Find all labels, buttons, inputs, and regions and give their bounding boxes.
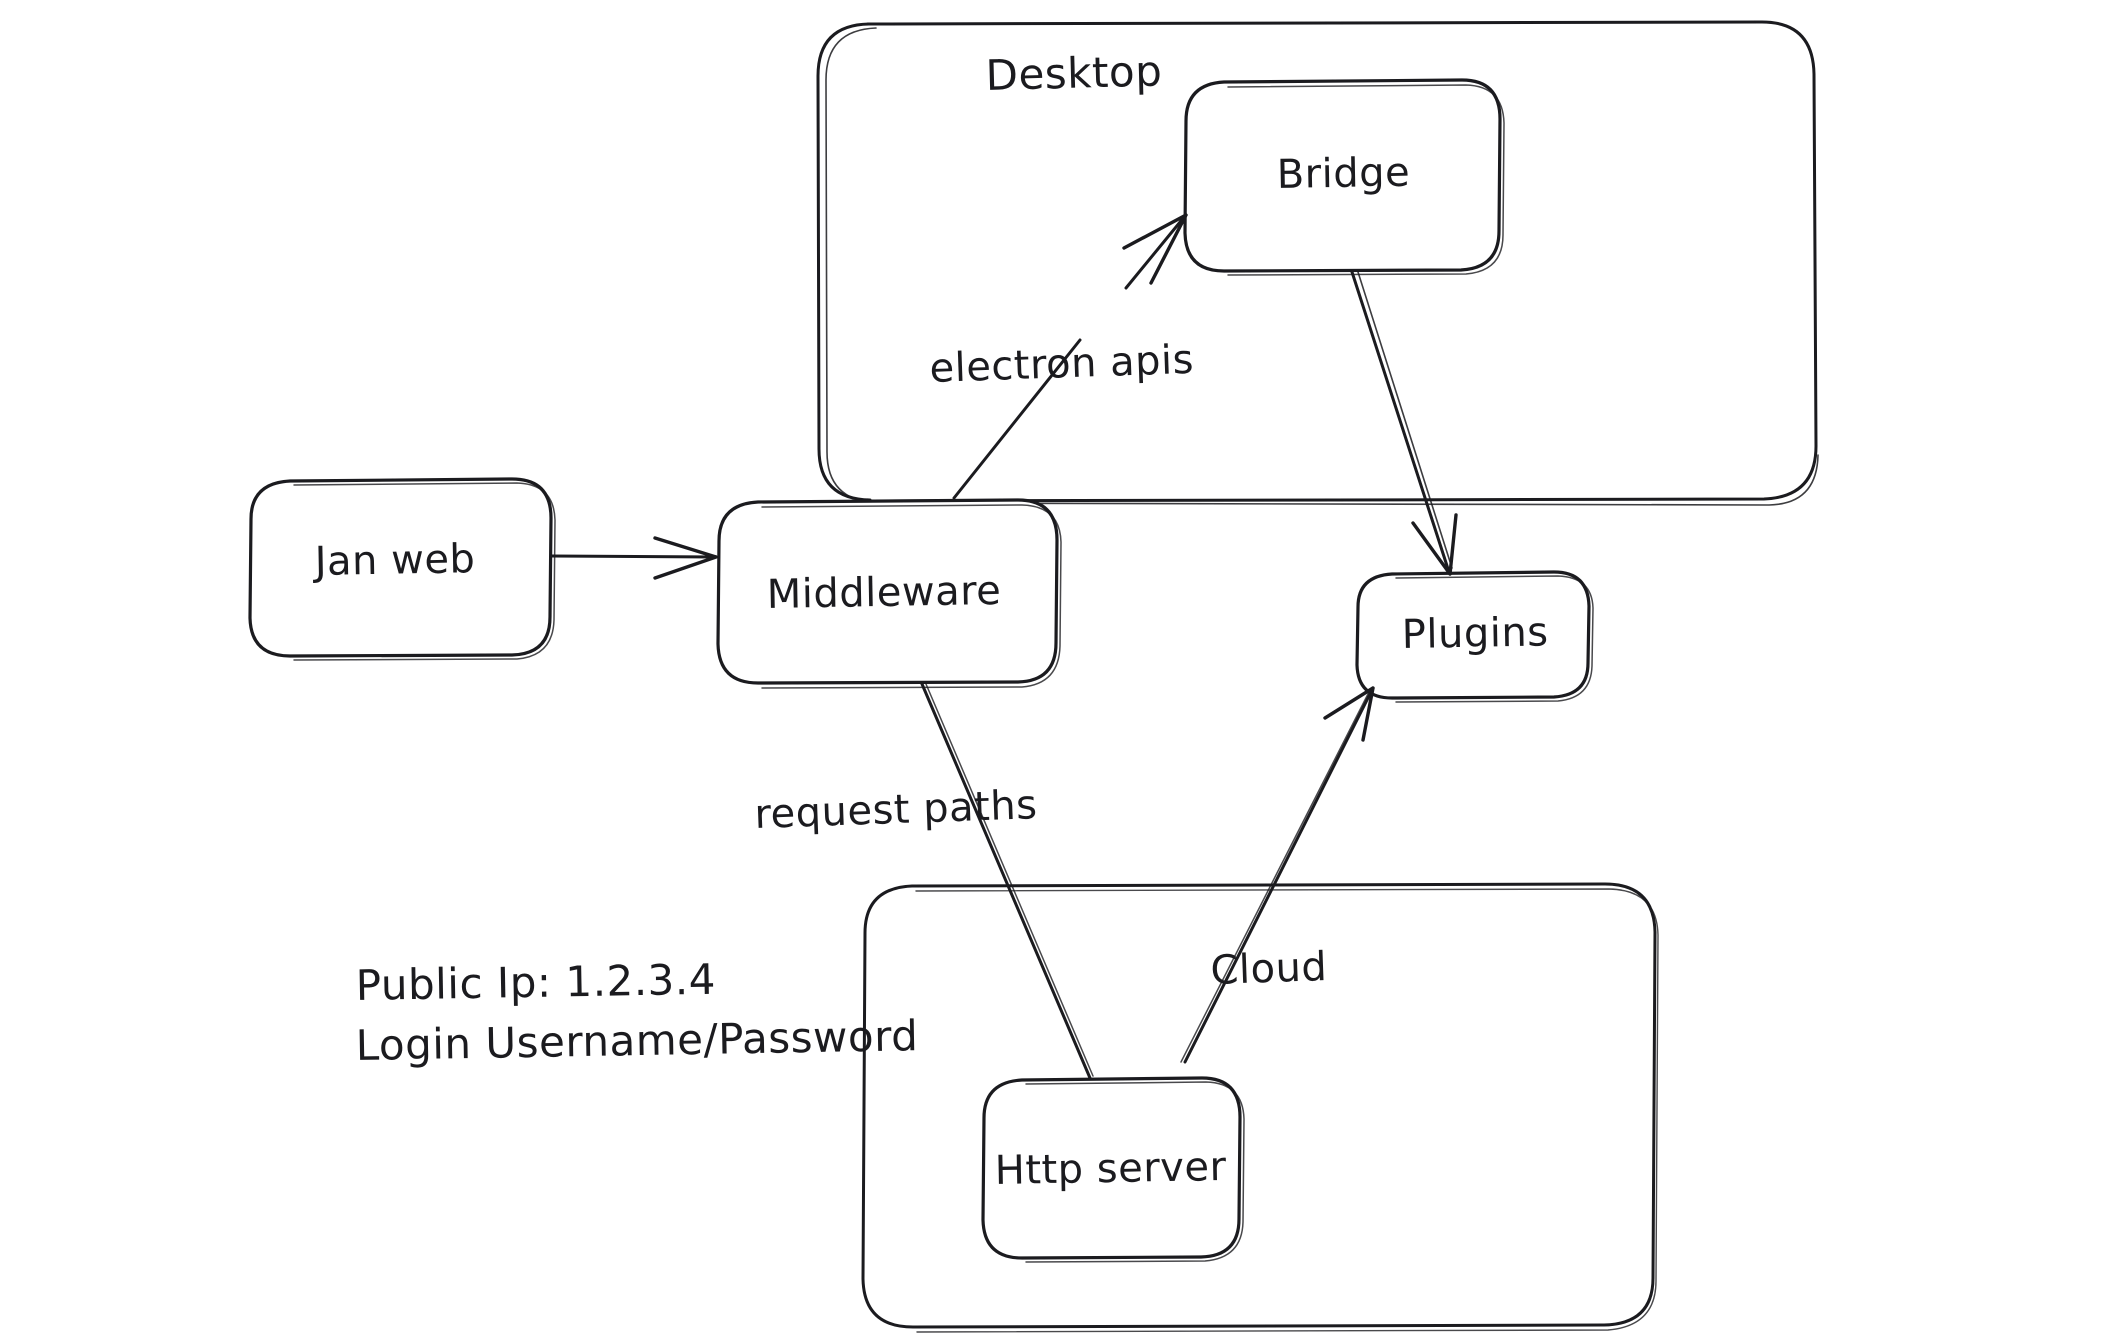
edge-bridge-to-plugins-line-sketch2: [1357, 271, 1453, 569]
node-middleware-label: Middleware: [766, 568, 1001, 618]
edge-middleware-to-http-server[interactable]: request paths: [754, 682, 1094, 1080]
node-bridge-outline-sketch2: [1227, 84, 1505, 276]
group-cloud[interactable]: [861, 882, 1659, 1333]
node-jan-web-label: Jan web: [311, 536, 475, 585]
edge-jan-web-to-middleware[interactable]: [549, 536, 718, 580]
edge-middleware-to-http-server-label: request paths: [754, 782, 1038, 838]
edge-middleware-to-bridge-label: electron apis: [929, 337, 1195, 392]
node-middleware-outline-sketch2: [761, 504, 1062, 689]
edge-bridge-to-plugins[interactable]: [1350, 270, 1458, 576]
group-desktop-outline-left: [816, 22, 872, 502]
edge-http-server-to-plugins[interactable]: Cloud: [1180, 686, 1375, 1064]
edge-middleware-to-bridge-line: [952, 214, 1187, 500]
edge-http-server-to-plugins-line-sketch2: [1180, 691, 1370, 1063]
node-http-server-label: Http server: [994, 1144, 1226, 1194]
edge-middleware-to-bridge-arrowhead: [1122, 213, 1188, 285]
node-plugins-label: Plugins: [1401, 609, 1549, 658]
edge-http-server-to-plugins-label: Cloud: [1210, 944, 1328, 994]
edge-bridge-to-plugins-arrowhead: [1411, 513, 1458, 576]
edge-middleware-to-http-server-line: [920, 682, 1092, 1080]
group-desktop-outline-sketch2: [825, 27, 1819, 506]
edge-jan-web-to-middleware-line: [549, 554, 718, 559]
group-cloud-outline-sketch2: [915, 888, 1659, 1333]
note-public-ip: Public Ip: 1.2.3.4: [355, 955, 716, 1010]
node-http-server-outline-sketch2: [1025, 1081, 1245, 1263]
edge-bridge-to-plugins-line: [1350, 270, 1451, 574]
node-jan-web-outline-sketch2: [293, 482, 556, 661]
edge-http-server-to-plugins-arrowhead: [1323, 686, 1375, 742]
node-bridge[interactable]: Bridge: [1183, 78, 1505, 276]
node-http-server[interactable]: Http server: [981, 1076, 1245, 1263]
node-middleware[interactable]: Middleware: [716, 498, 1062, 689]
edge-middleware-to-bridge[interactable]: electron apis: [929, 213, 1195, 500]
group-desktop-label: Desktop: [985, 46, 1163, 100]
node-bridge-label: Bridge: [1276, 150, 1410, 198]
group-desktop[interactable]: Desktop: [816, 20, 1819, 506]
group-desktop-outline: [866, 20, 1818, 503]
node-jan-web[interactable]: Jan web: [248, 477, 556, 661]
note-login: Login Username/Password: [355, 1011, 918, 1070]
node-plugins-outline: [1355, 570, 1591, 700]
edge-jan-web-to-middleware-arrowhead: [653, 536, 718, 580]
node-http-server-outline: [981, 1076, 1242, 1260]
node-plugins[interactable]: Plugins: [1355, 570, 1594, 703]
notes-block: Public Ip: 1.2.3.4 Login Username/Passwo…: [355, 955, 918, 1070]
edge-http-server-to-plugins-line: [1183, 688, 1374, 1064]
node-plugins-outline-sketch2: [1395, 575, 1594, 703]
node-jan-web-outline: [248, 477, 553, 658]
edge-middleware-to-http-server-line-sketch2: [925, 683, 1094, 1077]
